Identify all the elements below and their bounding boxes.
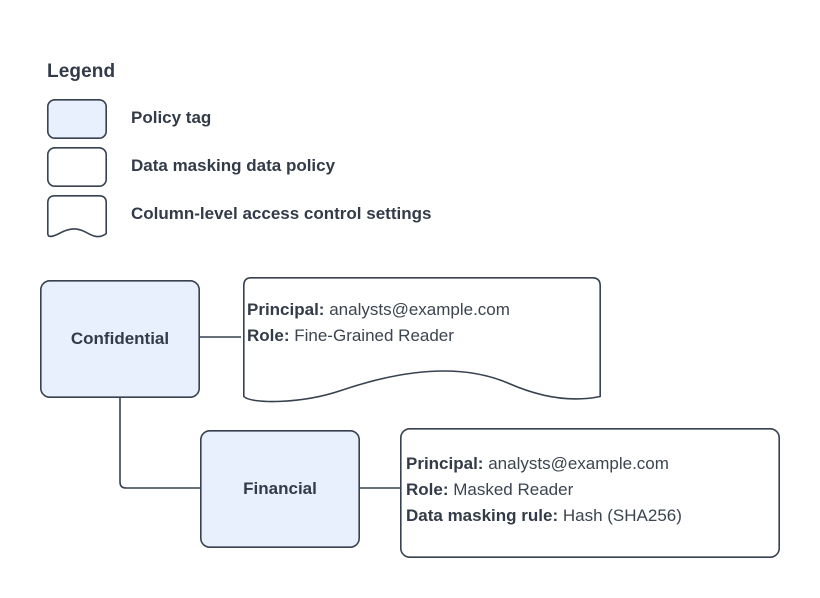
legend-swatch-column-access-settings <box>47 195 107 239</box>
legend-swatch-policy-tag <box>47 99 107 139</box>
callout2-value-role: Masked Reader <box>453 480 574 499</box>
callout2-line-role: Role: Masked Reader <box>406 477 573 503</box>
callout-key-role: Role: <box>247 326 290 345</box>
callout2-line-masking-rule: Data masking rule: Hash (SHA256) <box>406 503 682 529</box>
callout-value-principal: analysts@example.com <box>329 300 510 319</box>
legend-label-column-access-settings: Column-level access control settings <box>131 204 432 223</box>
callout-confidential-access[interactable]: Principal: analysts@example.com Role: Fi… <box>241 277 603 403</box>
legend-title: Legend <box>47 61 116 82</box>
legend-label-policy-tag: Policy tag <box>131 108 212 127</box>
callout2-key-masking-rule: Data masking rule: <box>406 506 559 525</box>
callout-line-principal: Principal: analysts@example.com <box>247 297 510 323</box>
callout-line-role: Role: Fine-Grained Reader <box>247 323 454 349</box>
node-confidential[interactable]: Confidential <box>40 280 200 398</box>
callout2-key-principal: Principal: <box>406 454 484 473</box>
node-confidential-label: Confidential <box>70 329 170 348</box>
node-financial-label: Financial <box>243 479 317 498</box>
callout-key-principal: Principal: <box>247 300 325 319</box>
legend-swatch-data-masking-policy <box>47 147 107 187</box>
legend-label-data-masking-policy: Data masking data policy <box>131 156 336 175</box>
callout2-line-principal: Principal: analysts@example.com <box>406 451 669 477</box>
callout-financial-policy[interactable]: Principal: analysts@example.com Role: Ma… <box>400 428 780 558</box>
node-financial[interactable]: Financial <box>200 430 360 548</box>
callout2-value-masking-rule: Hash (SHA256) <box>562 506 682 525</box>
callout-value-role: Fine-Grained Reader <box>294 326 454 345</box>
callout2-key-role: Role: <box>406 480 449 499</box>
edge-confidential-to-financial <box>119 398 200 489</box>
callout2-value-principal: analysts@example.com <box>488 454 669 473</box>
